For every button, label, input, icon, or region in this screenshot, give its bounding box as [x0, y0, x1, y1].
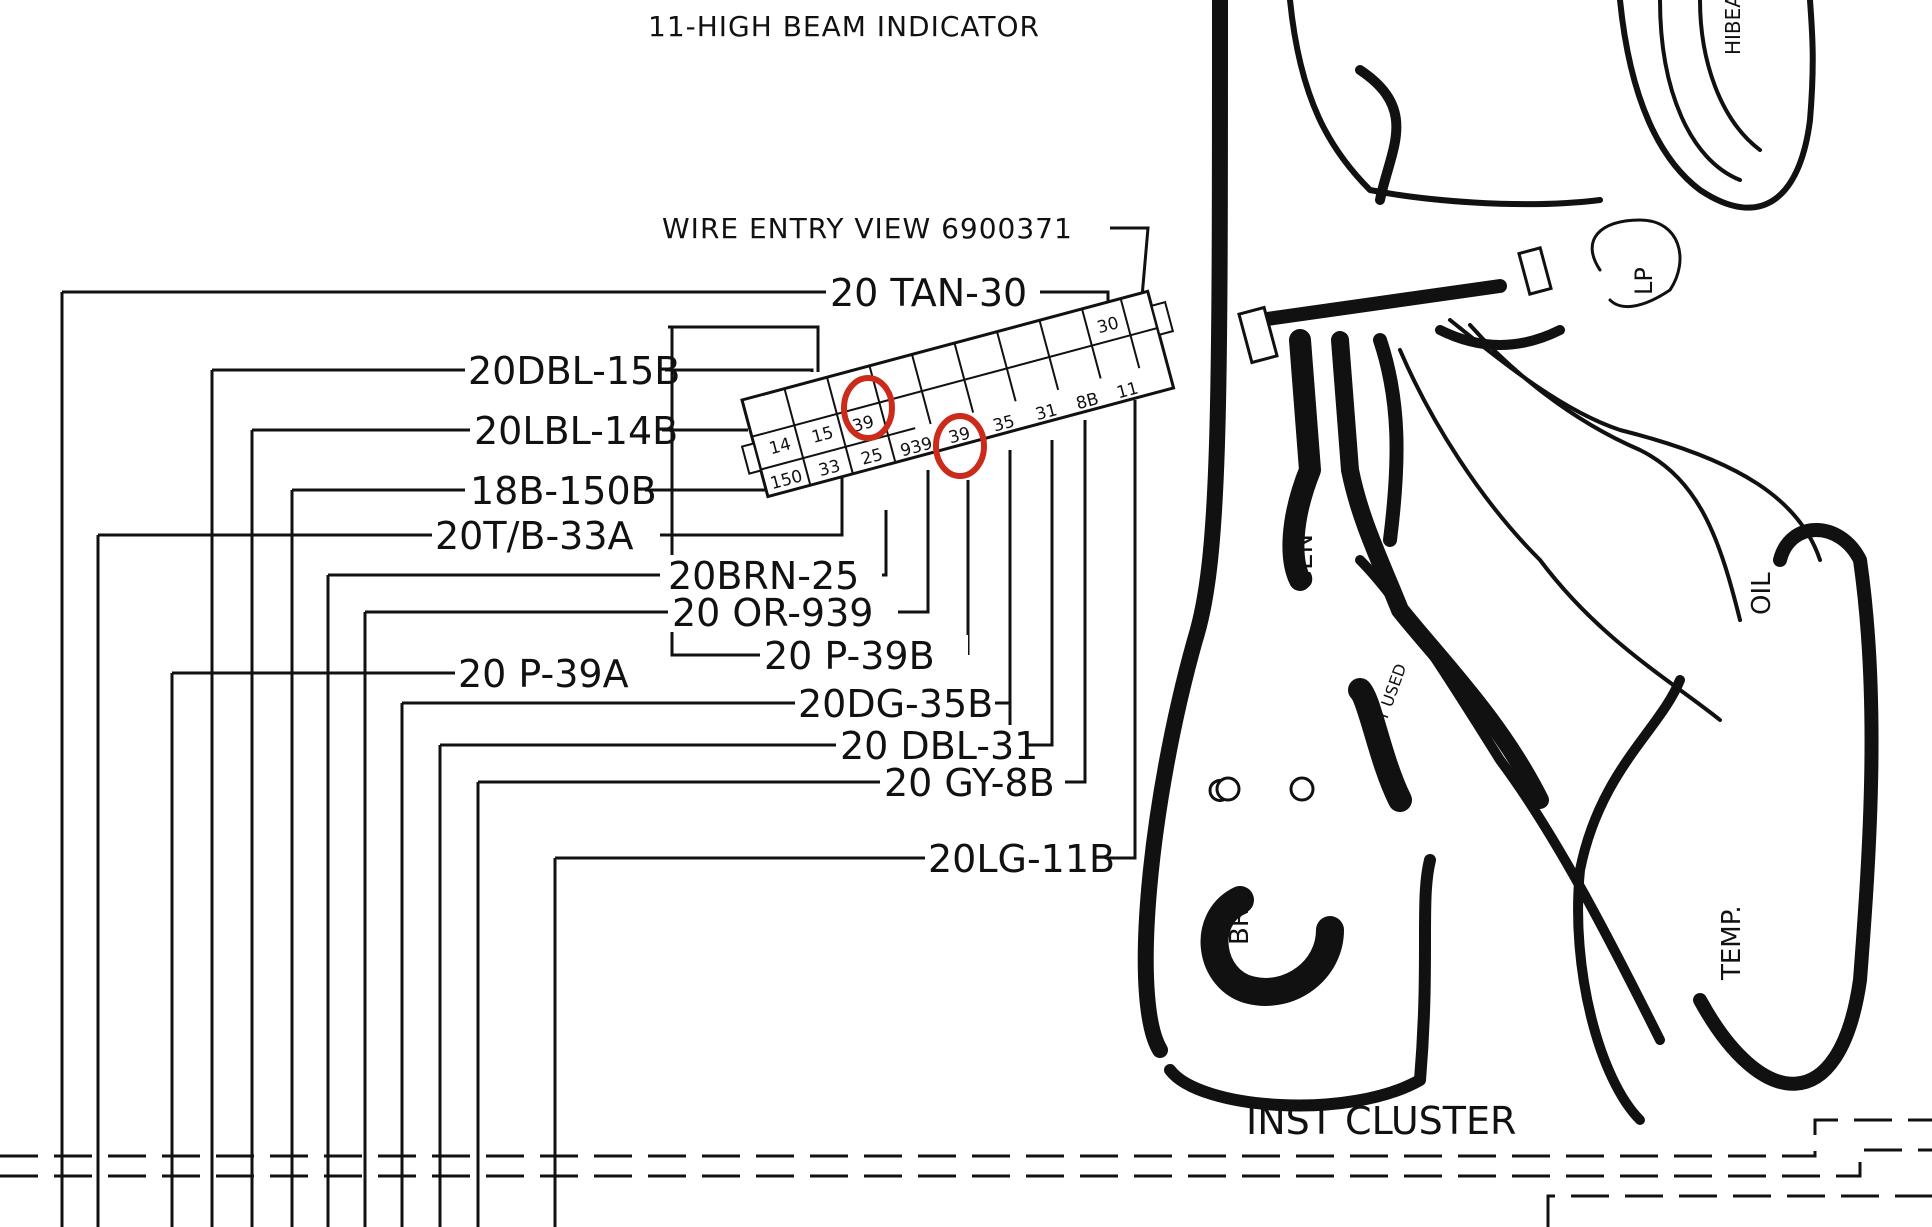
gauge-label-temp: TEMP. — [1717, 905, 1747, 981]
gauge-label-brk: BRK — [1225, 891, 1255, 945]
wire-runs — [62, 290, 1137, 860]
left-bus-lines — [60, 292, 557, 1227]
wire-label-p-39b: 20 P-39B — [764, 634, 935, 678]
gauge-label-gen: GEN — [1289, 534, 1319, 590]
wire-labels: 20 TAN-30 20DBL-15B 20LBL-14B 18B-150B 2… — [432, 271, 1115, 881]
highlight-circle-pin-39-lower — [933, 413, 987, 479]
gauge-label-oil: OIL — [1747, 572, 1777, 615]
wire-label-or-939: 20 OR-939 — [672, 591, 873, 635]
wire-label-b-150b: 18B-150B — [470, 469, 657, 513]
wire-label-gy-8b: 20 GY-8B — [884, 761, 1055, 805]
wire-label-tb-33a: 20T/B-33A — [435, 514, 634, 558]
wire-entry-leader — [1110, 226, 1150, 321]
wire-label-dbl-31: 20 DBL-31 — [840, 724, 1038, 768]
instrument-cluster-circuit — [1137, 0, 1879, 1125]
wire-label-dg-35b: 20DG-35B — [798, 682, 993, 726]
wire-label-brn-25: 20BRN-25 — [668, 554, 859, 598]
wire-entry-view-label: WIRE ENTRY VIEW 6900371 — [662, 212, 1073, 245]
high-beam-indicator-label: 11-HIGH BEAM INDICATOR — [648, 10, 1040, 43]
wire-label-p-39a: 20 P-39A — [458, 652, 629, 696]
gauge-label-lp: LP — [1630, 267, 1658, 295]
wire-label-dbl-15b: 20DBL-15B — [468, 349, 680, 393]
wire-entry-connector: 14 15 39 939 39 35 31 8B 11 30 150 33 25 — [740, 289, 1176, 499]
gauge-label-hibeam: HIBEAM — [1721, 0, 1745, 55]
dashed-boundary — [0, 1118, 1932, 1227]
highlight-circle-pin-39-upper — [841, 375, 895, 441]
wire-label-lbl-14b: 20LBL-14B — [474, 409, 678, 453]
wire-label-lg-11b: 20LG-11B — [928, 837, 1115, 881]
wire-label-tan-30: 20 TAN-30 — [830, 271, 1027, 315]
inst-cluster-label: INST CLUSTER — [1246, 1099, 1516, 1143]
